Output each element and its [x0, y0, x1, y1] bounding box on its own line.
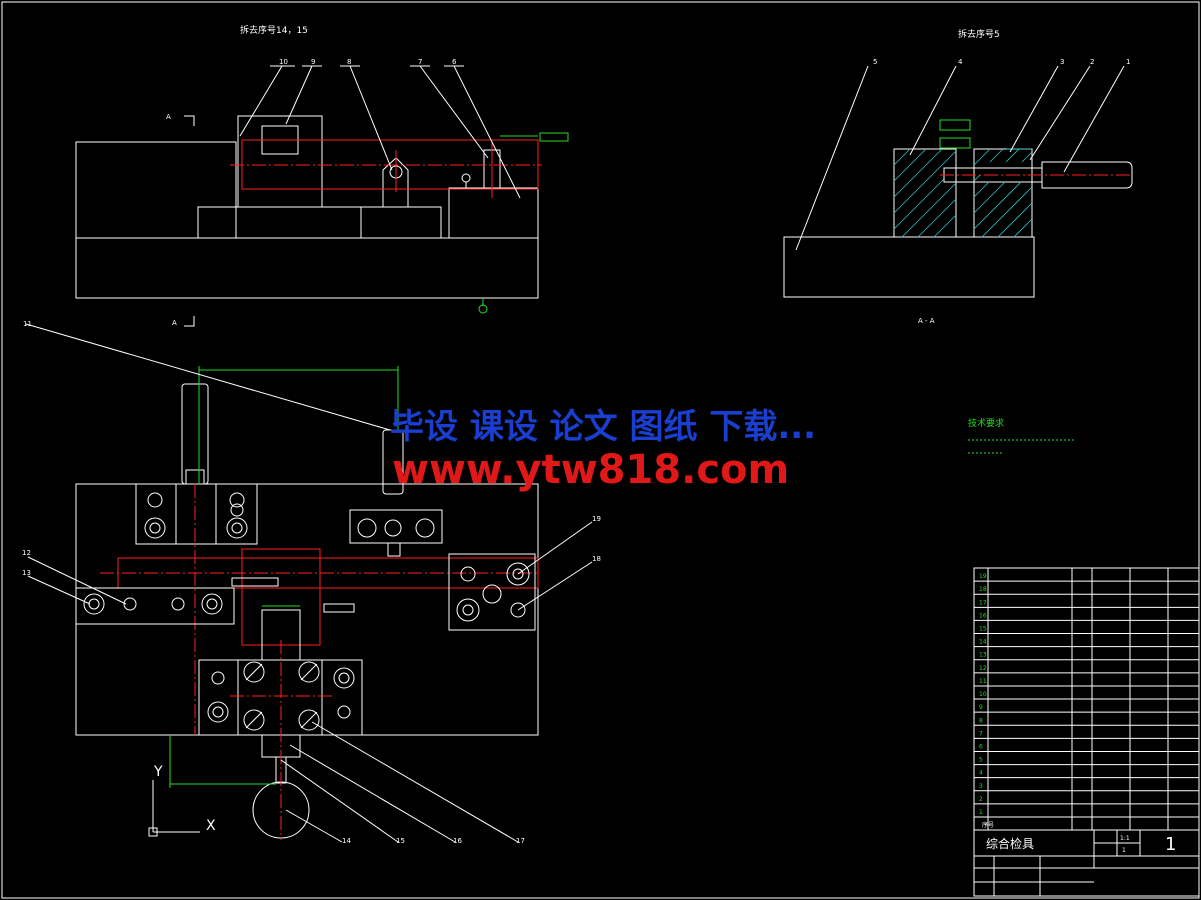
drawing-name: 综合检具 — [986, 836, 1034, 851]
side-view: 拆去序号5 5 4 3 2 1 A - A — [783, 28, 1133, 325]
bom-row-seq: 16 — [979, 612, 987, 619]
bom-row-seq: 1 — [979, 809, 983, 816]
front-view: 拆去序号14，15 A A — [75, 24, 569, 327]
balloon-5: 5 — [873, 58, 877, 66]
balloon-16: 16 — [453, 837, 462, 845]
watermark-line2: www.ytw818.com — [392, 447, 789, 493]
balloon-9: 9 — [311, 58, 315, 66]
bom-row-seq: 17 — [979, 599, 987, 606]
bom-header-seq: 序号 — [982, 821, 994, 829]
bom-row-seq: 9 — [979, 704, 983, 711]
bom-row-seq: 8 — [979, 717, 983, 724]
balloon-1: 1 — [1126, 58, 1130, 66]
balloon-12: 12 — [22, 549, 31, 557]
scale-value: 1:1 — [1120, 835, 1130, 842]
balloon-14: 14 — [342, 837, 351, 845]
section-mark-bottom: A — [172, 319, 177, 327]
balloon-11: 11 — [23, 320, 32, 328]
bom-row-seq: 12 — [979, 665, 987, 672]
axis-y-label: Y — [153, 764, 163, 780]
balloon-7: 7 — [418, 58, 422, 66]
balloon-17: 17 — [516, 837, 525, 845]
balloon-2: 2 — [1090, 58, 1094, 66]
bom-row-seq: 13 — [979, 652, 987, 659]
bom-row-seq: 14 — [979, 639, 987, 646]
bom-row-seq: 7 — [979, 730, 983, 737]
axis-x-label: X — [206, 818, 216, 834]
plan-view: 11 12 13 19 18 14 15 16 17 — [22, 320, 601, 845]
tech-heading: 技术要求 — [968, 417, 1004, 429]
front-view-title: 拆去序号14，15 — [240, 24, 308, 36]
bom-row-seq: 10 — [979, 691, 987, 698]
tech-requirements: 技术要求 — [968, 417, 1076, 454]
section-mark-top: A — [166, 113, 171, 121]
section-name: A - A — [918, 317, 935, 325]
bom-row-seq: 15 — [979, 626, 987, 633]
balloon-4: 4 — [958, 58, 963, 66]
balloon-19: 19 — [592, 515, 601, 523]
balloon-13: 13 — [22, 569, 31, 577]
balloon-10: 10 — [279, 58, 288, 66]
sheet-number: 1 — [1165, 834, 1176, 855]
bom-row-seq: 4 — [979, 770, 983, 777]
bom-row-seq: 19 — [979, 573, 987, 580]
balloon-3: 3 — [1060, 58, 1064, 66]
quantity-value: 1 — [1122, 847, 1126, 854]
watermark: 毕设 课设 论文 图纸 下载... www.ytw818.com — [390, 407, 816, 493]
bom-row-seq: 3 — [979, 783, 983, 790]
ucs-icon: Y X — [148, 764, 216, 837]
balloon-15: 15 — [396, 837, 405, 845]
balloon-6: 6 — [452, 58, 457, 66]
bom-row-seq: 11 — [979, 678, 987, 685]
watermark-line1: 毕设 课设 论文 图纸 下载... — [390, 407, 816, 447]
bom-row-seq: 18 — [979, 586, 987, 593]
balloon-8: 8 — [347, 58, 351, 66]
bom-row-seq: 5 — [979, 757, 983, 764]
balloon-18: 18 — [592, 555, 601, 563]
bom-row-seq: 6 — [979, 743, 983, 750]
bom-row-seq: 2 — [979, 796, 983, 803]
side-view-title: 拆去序号5 — [958, 28, 1000, 40]
